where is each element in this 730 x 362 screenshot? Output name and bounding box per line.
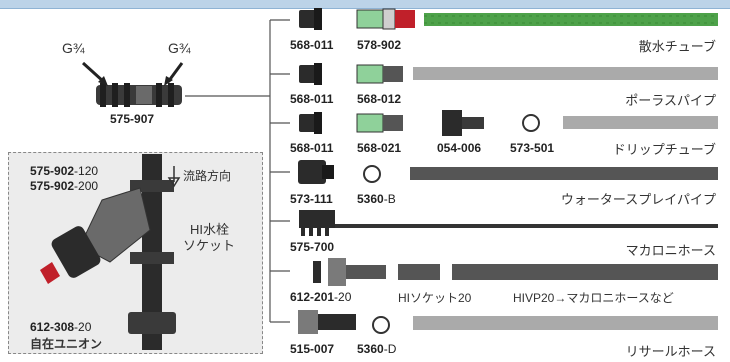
g-thread-right-label: G¾ <box>168 40 191 56</box>
arrow-left <box>81 61 106 84</box>
part-code: 515-007 <box>290 342 335 356</box>
fitting-568-011-icon <box>299 8 322 30</box>
part-code: 612-201-20 <box>290 290 352 304</box>
fitting-515-007-icon <box>298 310 356 334</box>
part-code: 573-501 <box>510 141 555 155</box>
fitting-568-011-icon <box>299 112 322 134</box>
part-code: 568-011 <box>290 141 334 155</box>
hose-name: 散水チューブ <box>638 39 716 54</box>
part-code: 573-111 <box>290 192 333 206</box>
hose-name: ドリップチューブ <box>612 142 716 157</box>
clamp-icon <box>372 316 390 334</box>
gray-pipe-icon <box>413 316 718 330</box>
part-code: 568-021 <box>357 141 402 155</box>
gray-pipe-icon <box>563 116 718 129</box>
flow-arrow-icon <box>167 166 181 188</box>
hose-name: マカロニホース <box>625 243 716 258</box>
filter-code-200: 575-902-200 <box>30 179 99 193</box>
part-code: 568-011 <box>290 92 334 106</box>
fitting-575-700-icon <box>299 210 335 236</box>
connector-code: 575-907 <box>110 112 155 126</box>
hi-socket-label: HIソケット20 <box>398 291 472 305</box>
part-code: 054-006 <box>437 141 482 155</box>
part-code: 578-902 <box>357 38 402 52</box>
coupler-578-902-icon <box>356 8 415 30</box>
coupler-568-021-icon <box>356 113 403 133</box>
hose-name: リサールホース <box>625 344 716 359</box>
hi-socket-caption-2: ソケット <box>183 238 236 253</box>
part-code: 568-012 <box>357 92 402 106</box>
fitting-573-111-icon <box>298 160 334 184</box>
clamp-icon <box>363 165 381 183</box>
fitting-054-006-icon <box>442 110 484 136</box>
union-label: 自在ユニオン <box>30 337 103 351</box>
hivp-label: HIVP20→マカロニホースなど <box>513 291 674 305</box>
hose-name: ポーラスパイプ <box>625 93 716 108</box>
hose-name: ウォータースプレイパイプ <box>560 192 716 207</box>
hi-socket-icon <box>398 264 440 280</box>
g-thread-left-label: G¾ <box>62 40 85 56</box>
union-code: 612-308-20 <box>30 320 92 334</box>
clamp-icon <box>522 114 540 132</box>
header-bar <box>0 0 730 9</box>
flow-direction-label: 流路方向 <box>183 169 232 183</box>
fitting-568-011-icon <box>299 63 322 85</box>
coupler-568-012-icon <box>356 64 403 84</box>
part-code: 568-011 <box>290 38 334 52</box>
part-code: 5360-B <box>357 192 396 206</box>
hi-socket-caption-1: HI水栓 <box>190 222 230 237</box>
filter-assembly-graphic <box>40 154 176 350</box>
part-code: 5360-D <box>357 342 397 356</box>
dark-pipe-icon <box>410 167 718 180</box>
gray-pipe-icon <box>413 67 718 80</box>
connector-575-907 <box>96 83 182 107</box>
filter-code-120: 575-902-120 <box>30 164 99 178</box>
fitting-612-201-icon <box>313 258 386 286</box>
green-tube-icon <box>424 13 718 26</box>
hivp-pipe-icon <box>452 264 718 280</box>
part-code: 575-700 <box>290 240 335 254</box>
